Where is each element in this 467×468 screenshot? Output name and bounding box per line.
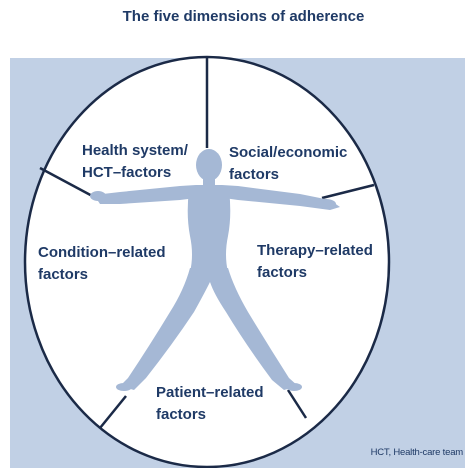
human-figure-icon	[90, 149, 340, 391]
segment-label-line: HCT–factors	[82, 164, 172, 181]
segment-label-line: factors	[156, 406, 207, 423]
segment-label-line: factors	[38, 266, 89, 283]
divider-bottom-right	[286, 389, 308, 419]
divider-bottom-left	[99, 395, 127, 429]
segment-label-line: factors	[257, 264, 308, 281]
segment-label-patient: Patient–related factors	[156, 382, 264, 426]
segment-label-line: Therapy–related	[257, 242, 373, 259]
divider-left	[39, 166, 97, 200]
segment-label-therapy: Therapy–related factors	[257, 240, 373, 284]
segment-label-line: Patient–related	[156, 384, 264, 401]
segment-label-social-economic: Social/economic factors	[229, 142, 347, 186]
segment-label-line: Social/economic	[229, 144, 348, 161]
segment-label-condition: Condition–related factors	[38, 242, 166, 286]
footnote: HCT, Health-care team	[370, 447, 464, 458]
segment-label-line: Condition–related	[38, 244, 166, 261]
diagram-title: The five dimensions of adherence	[122, 8, 365, 25]
divider-right	[321, 183, 375, 200]
segment-label-line: Health system/	[82, 142, 188, 159]
segment-label-line: factors	[229, 166, 280, 183]
segment-label-health-system: Health system/ HCT–factors	[82, 140, 188, 184]
